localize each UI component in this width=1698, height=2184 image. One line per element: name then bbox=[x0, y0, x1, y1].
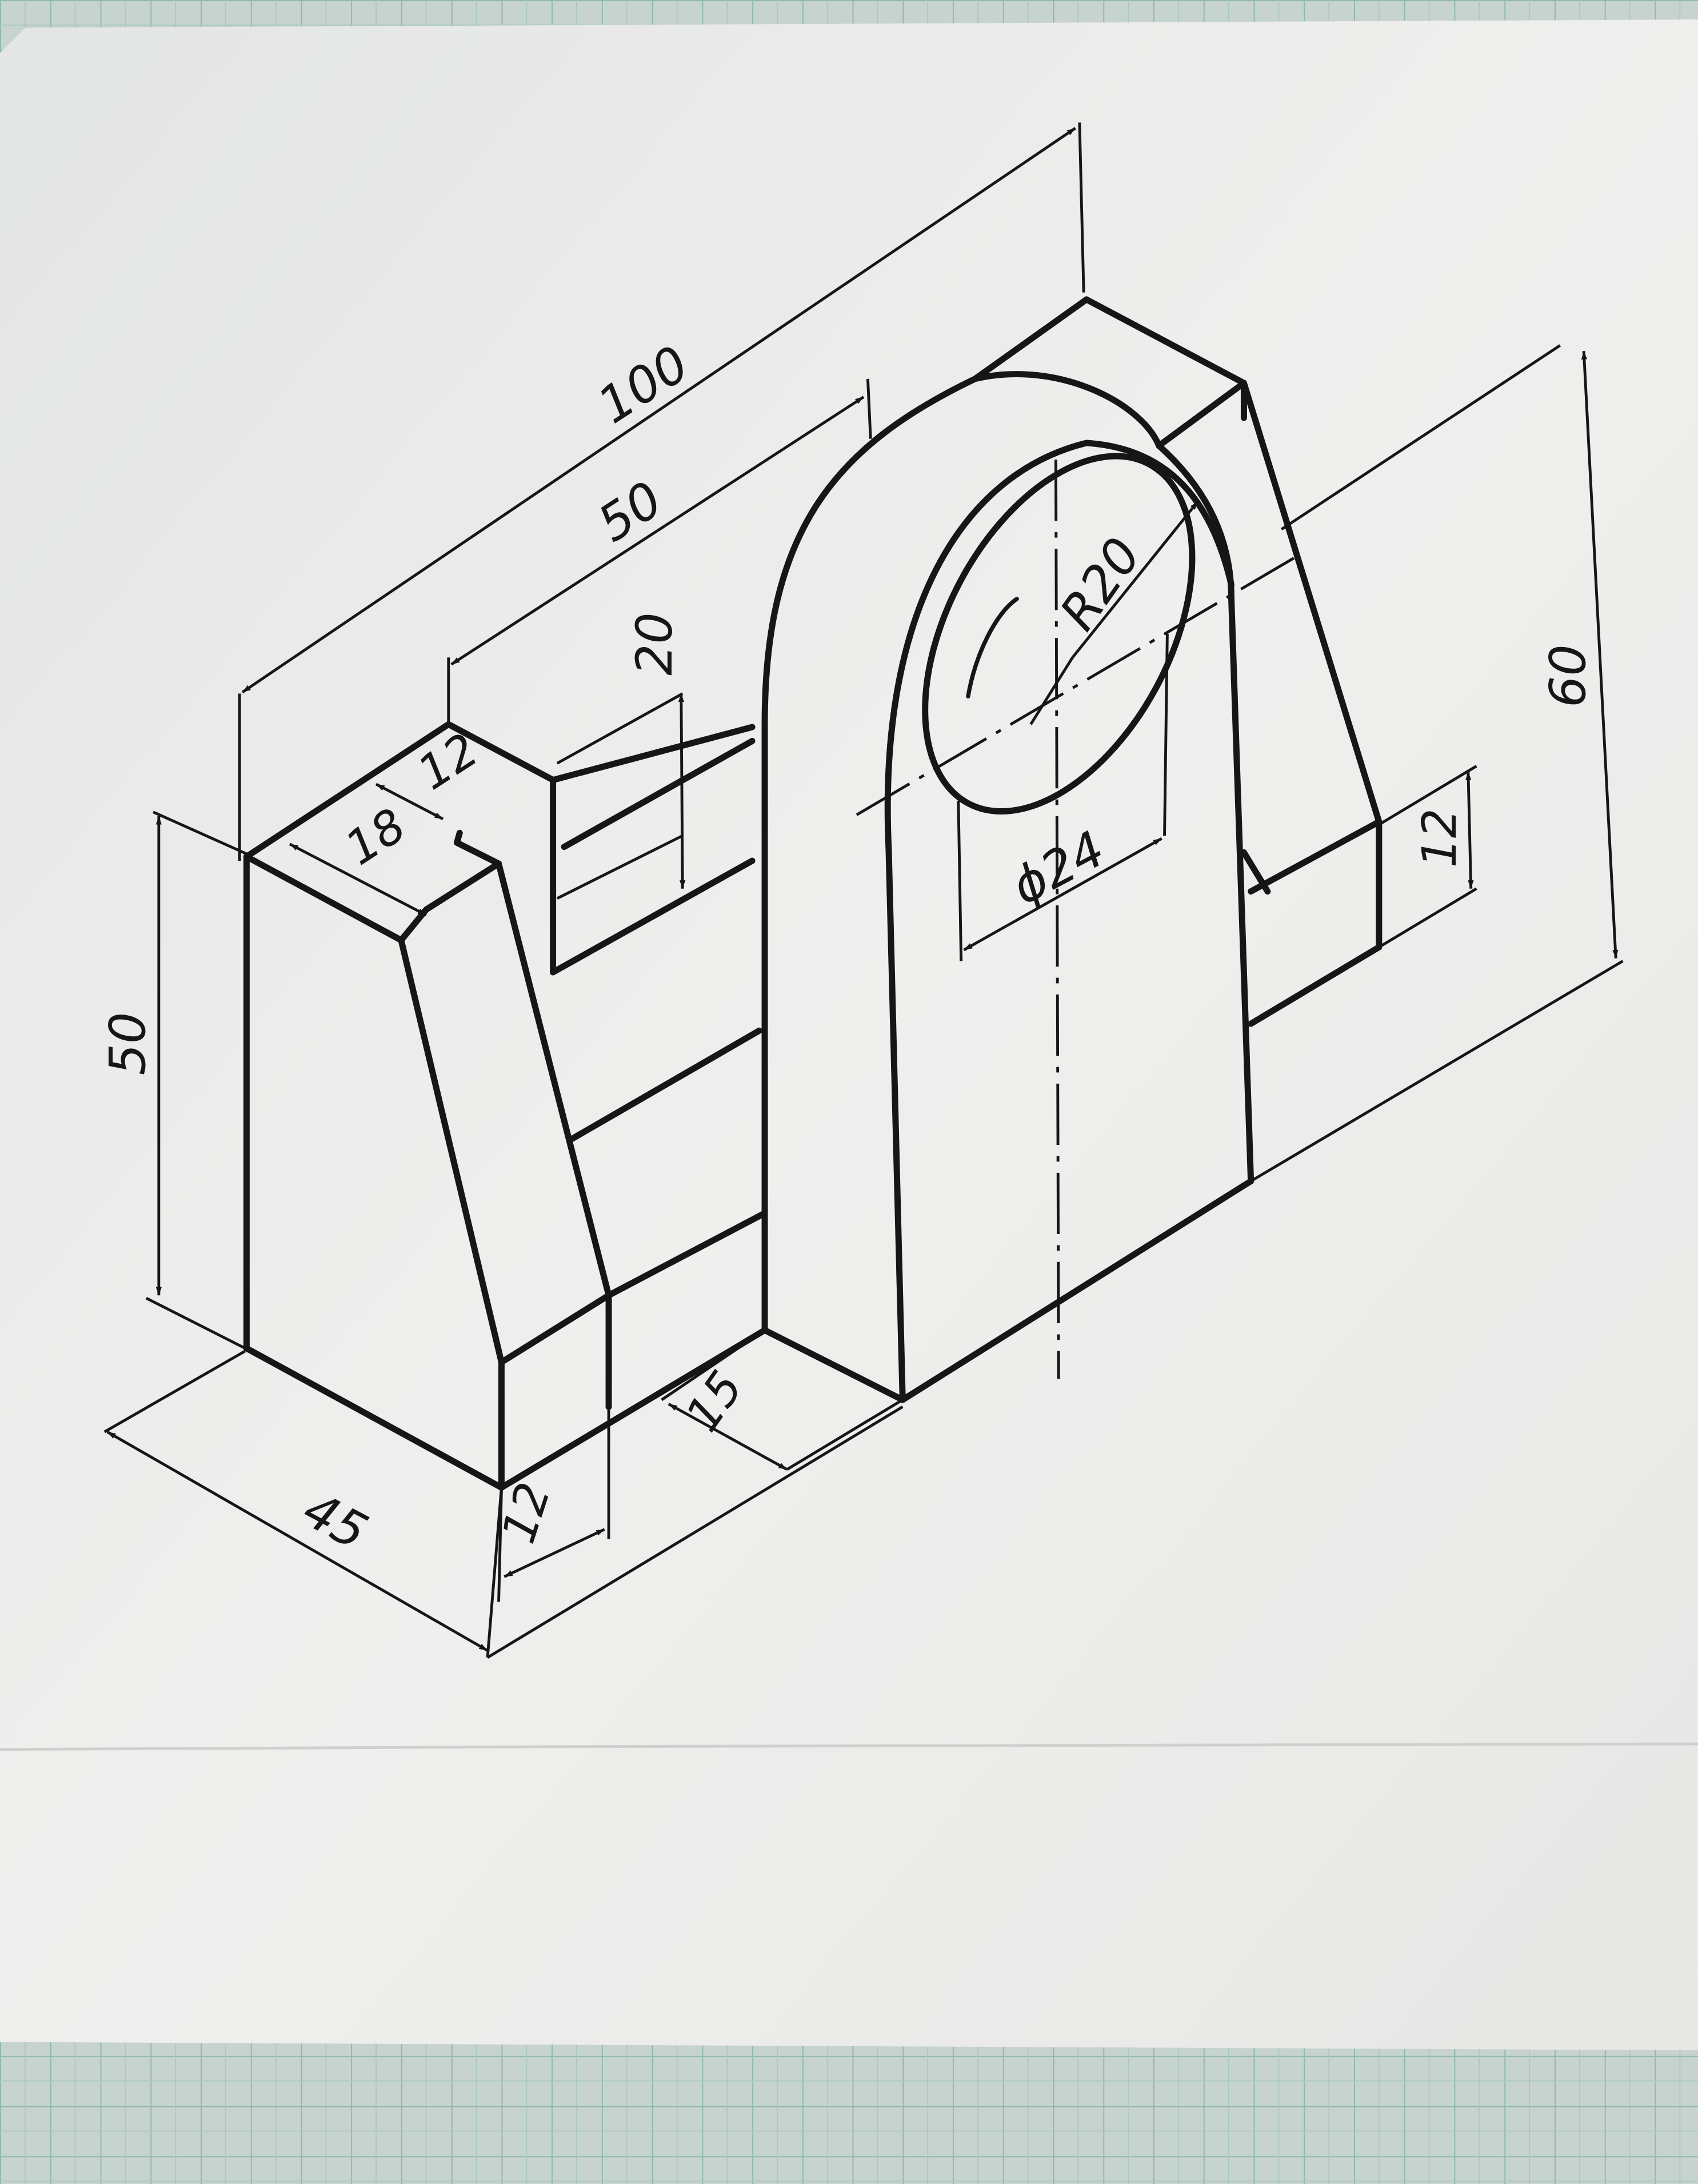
dim-total-height: 60 bbox=[1540, 644, 1597, 708]
dim-block-height: 50 bbox=[99, 1012, 157, 1076]
dim-rib-height: 12 bbox=[1413, 808, 1467, 868]
dimension-lines bbox=[103, 122, 1624, 1659]
paper-fold-line bbox=[0, 1742, 1698, 1751]
dim-slot-depth: 20 bbox=[626, 612, 684, 676]
